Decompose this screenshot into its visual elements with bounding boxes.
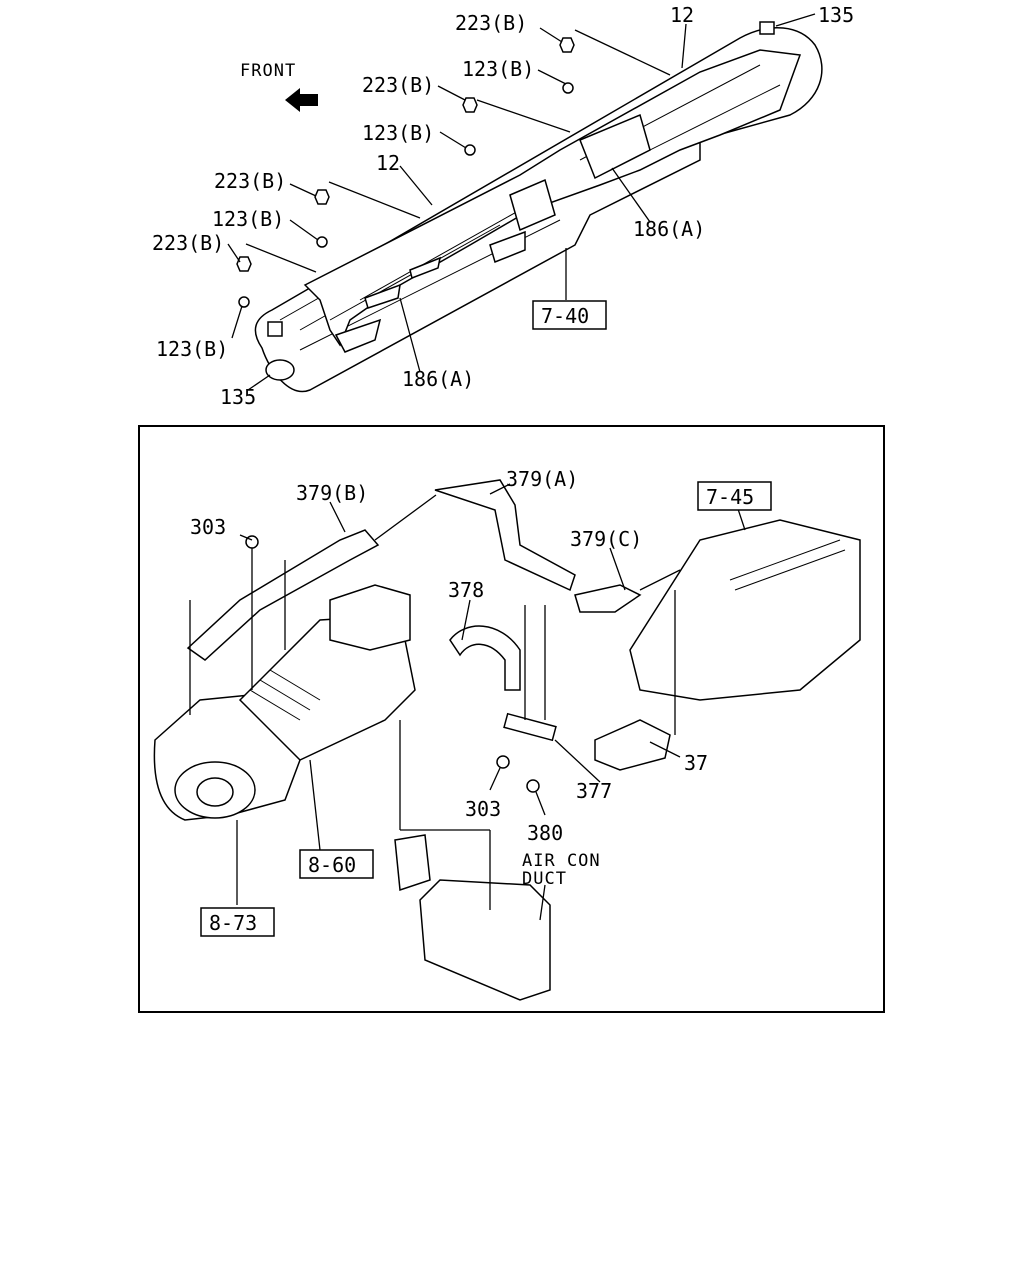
bracket-377	[503, 712, 557, 742]
callout-12-mid: 12	[376, 151, 400, 175]
heater-unit-8-60	[238, 614, 416, 761]
hose-378	[449, 625, 521, 691]
callout-135-bottom: 135	[220, 385, 256, 409]
callout-377: 377	[576, 779, 612, 803]
heater-fins	[249, 669, 321, 721]
nut-223b-left2-icon	[236, 256, 252, 272]
ref-label-8-73: 8-73	[209, 911, 257, 935]
air-con-duct	[419, 879, 551, 1001]
callout-12-top: 12	[670, 3, 694, 27]
callout-223b-left1: 223(B)	[214, 169, 286, 193]
nut-223b-mid-icon	[462, 97, 478, 113]
bolt-123b-top-icon	[562, 82, 574, 94]
callout-123b-bottom: 123(B)	[156, 337, 228, 361]
callout-186a-bottom: 186(A)	[402, 367, 474, 391]
air-con-label-line2: DUCT	[522, 869, 567, 889]
upper-assembly: FRONT	[152, 3, 854, 409]
callout-379b: 379(B)	[296, 481, 368, 505]
duct-379b	[186, 529, 380, 661]
nut-223b-top-icon	[559, 37, 575, 53]
air-con-label-line1: AIR CON	[522, 851, 601, 871]
upper-leader-lines	[227, 13, 816, 391]
left-vent-outlet	[334, 318, 382, 353]
lower-assembly: 379(B) 379(A) 303 379(C) 378 37 303 377 …	[153, 467, 861, 1001]
nut-223b-left-icon	[314, 189, 330, 205]
air-con-actuator	[394, 834, 431, 892]
bolt-123b-left-icon	[316, 236, 328, 248]
lower-duct-slot	[364, 283, 401, 309]
callout-223b-top: 223(B)	[455, 11, 527, 35]
callout-303-top: 303	[190, 515, 226, 539]
callout-123b-left: 123(B)	[212, 207, 284, 231]
callout-223b-mid: 223(B)	[362, 73, 434, 97]
ref-label-7-45: 7-45	[706, 485, 754, 509]
center-left-vent	[489, 230, 526, 264]
center-right-vent	[579, 113, 651, 180]
screw-303-bottom-icon	[496, 755, 510, 769]
front-arrow-icon	[285, 88, 318, 112]
callout-303-bottom: 303	[465, 797, 501, 821]
ref-box-7-45	[697, 481, 772, 511]
lower-duct-slot-2	[409, 256, 442, 280]
duct-junction-box	[509, 178, 556, 232]
blower-motor-hub	[196, 777, 234, 807]
evaporator-case	[329, 584, 411, 651]
callout-378: 378	[448, 578, 484, 602]
left-knob-135	[265, 359, 295, 381]
connector-37	[594, 719, 671, 771]
callout-123b-mid: 123(B)	[362, 121, 434, 145]
bolt-123b-mid-icon	[464, 144, 476, 156]
lower-detail-frame	[138, 425, 885, 1013]
callout-223b-left2: 223(B)	[152, 231, 224, 255]
screw-380-icon	[526, 779, 540, 793]
callout-186a-right: 186(A)	[633, 217, 705, 241]
callout-123b-top: 123(B)	[462, 57, 534, 81]
duct-379c	[574, 584, 642, 613]
front-label: FRONT	[240, 61, 296, 81]
right-clip-135	[759, 21, 775, 35]
bolt-123b-bottom-icon	[238, 296, 250, 308]
ref-box-8-73	[200, 907, 275, 937]
lower-leader-lines	[189, 483, 746, 921]
left-clip	[267, 321, 283, 337]
ref-label-8-60: 8-60	[308, 853, 356, 877]
ref-box-7-40	[532, 300, 607, 330]
callout-135-top: 135	[818, 3, 854, 27]
fastener-group	[236, 37, 575, 308]
cluster-7-45	[629, 519, 861, 701]
duct-379a	[434, 479, 576, 592]
ref-box-8-60	[299, 849, 374, 879]
callout-380: 380	[527, 821, 563, 845]
callout-379c: 379(C)	[570, 527, 642, 551]
main-duct-186a	[303, 49, 802, 347]
cluster-slot	[729, 539, 846, 591]
ref-label-7-40: 7-40	[541, 304, 589, 328]
callout-37: 37	[684, 751, 708, 775]
callout-379a: 379(A)	[506, 467, 578, 491]
